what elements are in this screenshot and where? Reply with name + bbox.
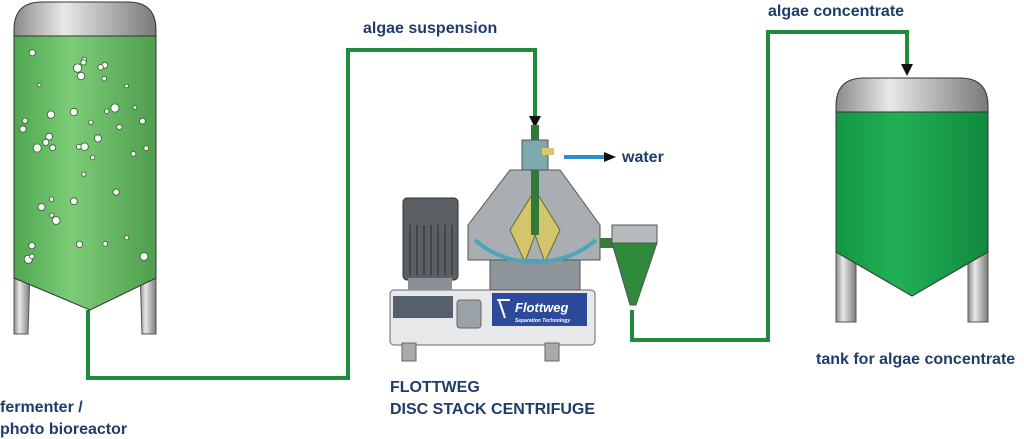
bubble xyxy=(102,240,108,247)
bubble xyxy=(42,138,50,146)
bubble xyxy=(37,82,42,88)
label-water: water xyxy=(621,149,664,166)
bubble xyxy=(49,144,57,152)
bubble xyxy=(110,103,120,113)
flottweg-logo xyxy=(492,293,587,326)
bubble xyxy=(112,188,120,196)
bubble xyxy=(69,107,78,117)
arrow-down-icon xyxy=(901,64,913,76)
bubble xyxy=(139,117,146,125)
bubble xyxy=(21,117,29,124)
bubble xyxy=(130,151,137,157)
pipe-centrifuge-to-tank xyxy=(630,30,909,342)
label-algae-suspension: algae suspension xyxy=(363,20,497,37)
bubble xyxy=(81,171,87,177)
label-fermenter-line2: photo bioreactor xyxy=(0,421,127,438)
bubble xyxy=(46,110,56,119)
bubble xyxy=(51,216,61,225)
label-fermenter-line1: fermenter / xyxy=(0,399,83,416)
bubble xyxy=(37,203,46,212)
concentrate-tank xyxy=(835,77,989,323)
label-algae-concentrate: algae concentrate xyxy=(768,3,904,20)
bubble xyxy=(97,64,104,71)
logo-brand: Flottweg xyxy=(515,300,568,315)
label-centrifuge-line1: FLOTTWEG xyxy=(390,379,480,396)
arrow-down-icon xyxy=(529,116,541,128)
bubble xyxy=(77,72,86,81)
bubble xyxy=(80,142,89,151)
bubble xyxy=(28,242,36,250)
bubble xyxy=(143,145,150,152)
label-tank: tank for algae concentrate xyxy=(816,351,1015,368)
bubble xyxy=(32,143,42,153)
bubble xyxy=(124,83,129,89)
bubble xyxy=(132,105,138,110)
bubble xyxy=(28,49,36,57)
bubble xyxy=(116,124,123,131)
bubble xyxy=(29,253,35,260)
label-centrifuge-line2: DISC STACK CENTRIFUGE xyxy=(390,401,595,418)
bubble xyxy=(124,235,130,241)
logo-tagline: Separation Technology xyxy=(515,318,570,324)
bubble xyxy=(75,240,84,248)
bubble xyxy=(70,197,78,206)
bubble xyxy=(19,125,27,133)
bubble xyxy=(88,119,94,125)
bubble xyxy=(49,212,55,218)
bubble xyxy=(94,134,103,143)
pipes xyxy=(86,30,909,380)
bubble xyxy=(90,155,96,161)
bubble xyxy=(76,144,82,150)
fermenter-tank xyxy=(13,1,157,335)
bubble xyxy=(139,252,149,261)
bubble xyxy=(80,59,87,66)
pipe-fermenter-to-centrifuge xyxy=(86,48,537,380)
bubble xyxy=(73,63,83,73)
arrow-right-icon xyxy=(604,152,616,162)
bubble xyxy=(48,196,55,202)
disc-stack-centrifuge: Flottweg Separation Technology xyxy=(389,125,658,362)
bubble xyxy=(45,132,53,141)
bubble xyxy=(104,108,110,114)
bubble xyxy=(101,75,107,82)
bubbles xyxy=(19,49,150,264)
